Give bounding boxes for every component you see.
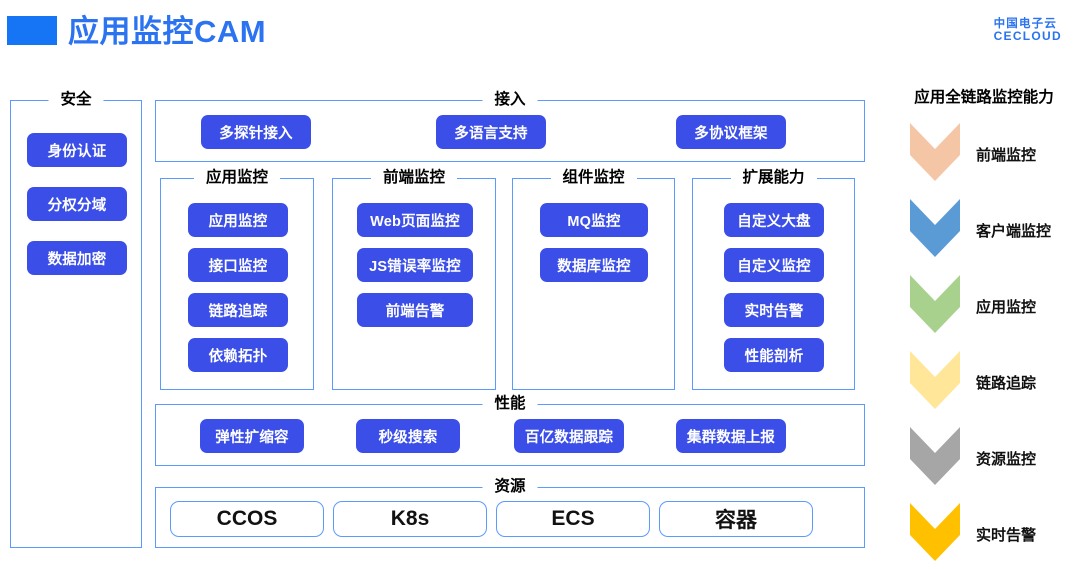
page-title: 应用监控CAM (68, 14, 267, 49)
column-title-application: 应用监控 (193, 168, 281, 188)
column-extension-capability: 扩展能力 自定义大盘 自定义监控 实时告警 性能剖析 (692, 168, 855, 390)
resource-item-container[interactable]: 容器 (659, 501, 813, 537)
extension-item-realtime-alert[interactable]: 实时告警 (724, 293, 824, 327)
access-panel-title: 接入 (482, 90, 538, 110)
frontend-item-alert[interactable]: 前端告警 (357, 293, 473, 327)
column-application-monitoring: 应用监控 应用监控 接口监控 链路追踪 依赖拓扑 (160, 168, 314, 390)
security-panel-title: 安全 (48, 90, 104, 110)
extension-item-profiling[interactable]: 性能剖析 (724, 338, 824, 372)
performance-item-billion-data-tracking[interactable]: 百亿数据跟踪 (514, 419, 624, 453)
capability-legend-title: 应用全链路监控能力 (914, 89, 1054, 106)
chevron-down-icon (910, 123, 960, 181)
performance-panel-title: 性能 (482, 394, 538, 414)
frontend-item-js-error-rate[interactable]: JS错误率监控 (357, 248, 473, 282)
chevron-down-icon (910, 427, 960, 485)
legend-label-client: 客户端监控 (976, 222, 1052, 240)
column-frontend-monitoring: 前端监控 Web页面监控 JS错误率监控 前端告警 (332, 168, 496, 390)
chevron-down-icon (910, 275, 960, 333)
legend-item-frontend: 前端监控 (888, 123, 1080, 189)
legend-label-realtime-alert: 实时告警 (976, 526, 1037, 544)
chevron-down-icon (910, 199, 960, 257)
brand-name-en: CECLOUD (993, 29, 1062, 44)
security-item-encryption[interactable]: 数据加密 (27, 241, 127, 275)
resource-item-ecs[interactable]: ECS (496, 501, 650, 537)
legend-label-resource: 资源监控 (976, 450, 1037, 468)
legend-label-application: 应用监控 (976, 298, 1037, 316)
performance-item-cluster-data-report[interactable]: 集群数据上报 (676, 419, 786, 453)
column-component-monitoring: 组件监控 MQ监控 数据库监控 (512, 168, 675, 390)
security-panel: 安全 身份认证 分权分域 数据加密 (10, 90, 142, 548)
legend-label-frontend: 前端监控 (976, 146, 1037, 164)
performance-item-elastic-scaling[interactable]: 弹性扩缩容 (200, 419, 304, 453)
column-title-extension: 扩展能力 (730, 168, 817, 188)
legend-label-trace: 链路追踪 (976, 374, 1037, 392)
resource-panel-title: 资源 (482, 477, 538, 497)
brand-name-cn: 中国电子云 (993, 18, 1058, 30)
security-item-identity[interactable]: 身份认证 (27, 133, 127, 167)
access-panel: 接入 多探针接入 多语言支持 多协议框架 (155, 90, 865, 162)
app-item-api-monitoring[interactable]: 接口监控 (188, 248, 288, 282)
chevron-down-icon (910, 503, 960, 561)
brand-logo: 中国电子云 CECLOUD (953, 18, 1062, 43)
performance-item-second-level-search[interactable]: 秒级搜索 (356, 419, 460, 453)
access-item-multi-language[interactable]: 多语言支持 (436, 115, 546, 149)
column-title-component: 组件监控 (550, 168, 637, 188)
title-accent-bar (7, 16, 57, 45)
resource-panel: 资源 CCOS K8s ECS 容器 (155, 477, 865, 548)
cc-logo-icon (956, 22, 977, 40)
extension-item-custom-dashboard[interactable]: 自定义大盘 (724, 203, 824, 237)
access-item-multi-probe[interactable]: 多探针接入 (201, 115, 311, 149)
chevron-down-icon (910, 351, 960, 409)
app-item-dependency-topology[interactable]: 依赖拓扑 (188, 338, 288, 372)
page-header: 应用监控CAM 中国电子云 CECLOUD (0, 0, 1080, 72)
legend-item-trace: 链路追踪 (888, 351, 1080, 417)
resource-item-ccos[interactable]: CCOS (170, 501, 324, 537)
legend-item-resource: 资源监控 (888, 427, 1080, 493)
component-item-database[interactable]: 数据库监控 (540, 248, 648, 282)
security-item-permission[interactable]: 分权分域 (27, 187, 127, 221)
app-item-application-monitoring[interactable]: 应用监控 (188, 203, 288, 237)
legend-item-realtime-alert: 实时告警 (888, 503, 1080, 569)
legend-item-client: 客户端监控 (888, 199, 1080, 265)
performance-panel: 性能 弹性扩缩容 秒级搜索 百亿数据跟踪 集群数据上报 (155, 394, 865, 466)
column-title-frontend: 前端监控 (370, 168, 458, 188)
access-item-multi-protocol[interactable]: 多协议框架 (676, 115, 786, 149)
component-item-mq[interactable]: MQ监控 (540, 203, 648, 237)
frontend-item-web-page[interactable]: Web页面监控 (357, 203, 473, 237)
resource-item-k8s[interactable]: K8s (333, 501, 487, 537)
extension-item-custom-monitoring[interactable]: 自定义监控 (724, 248, 824, 282)
app-item-trace[interactable]: 链路追踪 (188, 293, 288, 327)
capability-legend-panel: 应用全链路监控能力 前端监控 客户端监控 应用监控 链路追踪 资源监控 (888, 85, 1080, 561)
legend-item-application: 应用监控 (888, 275, 1080, 341)
